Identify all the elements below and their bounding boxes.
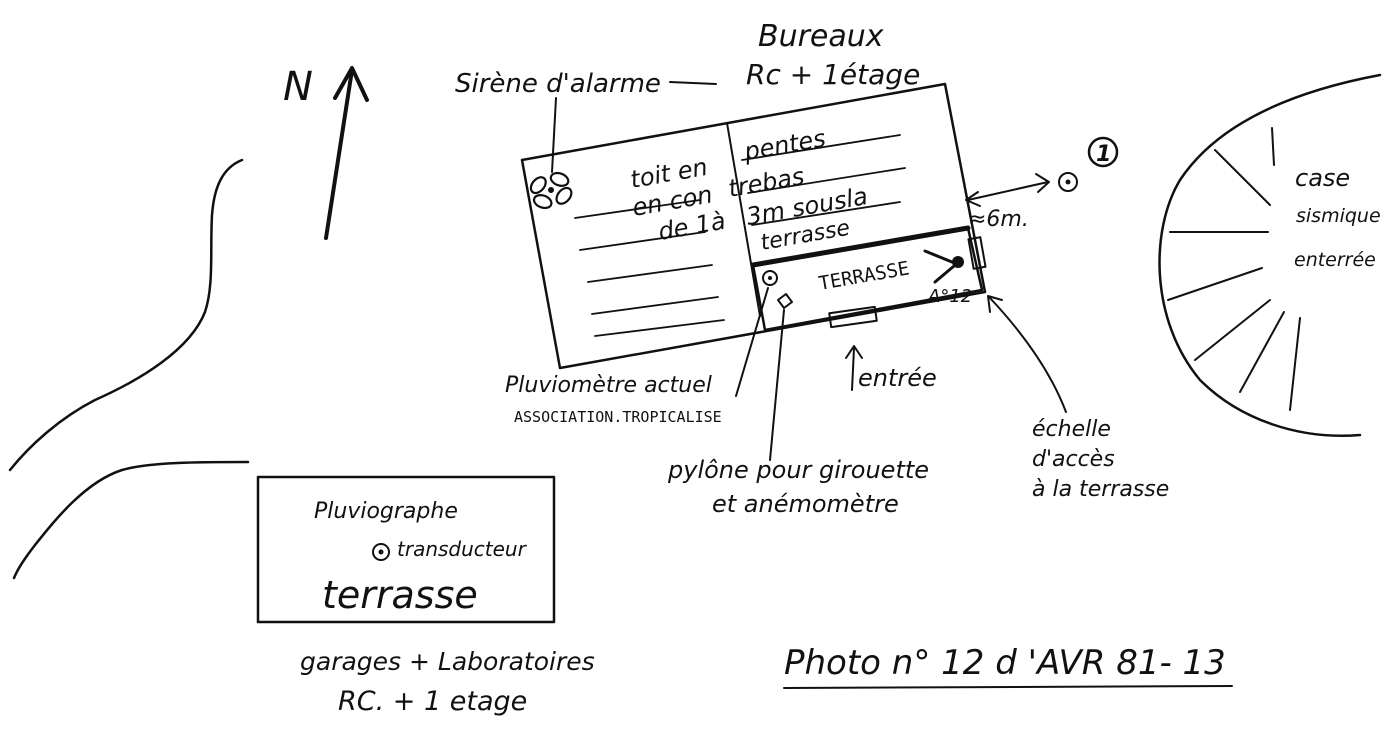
roof-line: [594, 319, 725, 337]
lab-label-line1: Pluviographe: [314, 499, 458, 524]
entrance-box: [828, 305, 878, 329]
transducer-label: transducteur: [397, 537, 528, 561]
roof-note-text: pentes: [741, 124, 827, 166]
transducer-symbol: [372, 543, 390, 561]
photo-caption-underline: [783, 685, 1233, 689]
siren-label: Sirène d'alarme: [455, 69, 661, 99]
ladder-label-line2: d'accès: [1032, 447, 1115, 472]
road-edge-lower: [12, 460, 250, 580]
photo-caption: Photo n° 12 d 'AVR 81- 13: [784, 643, 1226, 683]
roof-line: [591, 296, 719, 315]
seismic-label-line2: sismique: [1296, 205, 1381, 227]
ladder-label-line1: échelle: [1032, 417, 1111, 442]
siren-pointer: [551, 97, 557, 173]
entrance-arrow-shaft: [851, 347, 855, 391]
seismic-label-line1: case: [1295, 164, 1350, 192]
ladder-pointer: [989, 297, 1067, 413]
entrance-label: entrée: [858, 364, 937, 392]
entrance-arrow-head: [845, 345, 863, 359]
station-marker-label: A°12: [927, 286, 972, 307]
roof-line: [747, 167, 906, 194]
building-outline: [520, 82, 987, 370]
north-arrow-head: [333, 66, 369, 102]
point-one-badge: [1087, 136, 1119, 168]
siren-icon: [529, 171, 573, 210]
garages-label-line1: garages + Laboratoires: [300, 647, 595, 676]
raingauge-symbol: [762, 270, 778, 286]
roof-line: [587, 264, 713, 283]
pylon-symbol: [777, 293, 793, 309]
raingauge-pointer: [735, 287, 769, 397]
distance-arrow: [967, 181, 1049, 201]
distance-label: ≈6m.: [968, 207, 1029, 232]
raingauge-symbol-center: [768, 276, 772, 280]
ladder-pointer-head: [987, 295, 1003, 313]
building-divider: [726, 122, 761, 317]
pylon-pointer: [769, 309, 785, 461]
roof-line: [741, 134, 901, 161]
siren-label-underline: [669, 81, 717, 85]
north-arrow-shaft: [324, 68, 354, 240]
bureaux-floors: Rc + 1étage: [746, 58, 920, 91]
anemometer-mast: [923, 249, 954, 264]
seismic-case-ray: [1167, 267, 1263, 301]
seismic-case-arc: [1158, 73, 1382, 437]
point-one-label: 1: [1096, 142, 1111, 167]
terrace-label: TERRASSE: [817, 257, 911, 295]
road-edge-upper: [8, 158, 244, 472]
seismic-case-ray: [1271, 127, 1275, 166]
garages-label-line2: RC. + 1 etage: [338, 686, 527, 717]
ladder-label-line3: à la terrasse: [1032, 477, 1169, 502]
seismic-case-ray: [1214, 149, 1271, 206]
lab-terrace-label: terrasse: [322, 573, 478, 617]
seismic-case-ray: [1239, 311, 1285, 393]
seismic-case-ray: [1289, 317, 1301, 411]
lab-building-outline: [256, 475, 556, 624]
pylon-label-line1: pylône pour girouette: [667, 456, 929, 484]
anemometer-mast: [933, 264, 956, 284]
point-one-symbol-center: [1065, 179, 1071, 185]
distance-arrow-head-right: [1035, 173, 1050, 193]
pylon-label-line2: et anémomètre: [712, 490, 899, 518]
north-label: N: [283, 64, 313, 110]
distance-arrow-head-left: [965, 191, 981, 207]
ladder-symbol: [967, 236, 987, 270]
point-one-symbol: [1058, 172, 1078, 192]
raingauge-label-line1: Pluviomètre actuel: [505, 373, 712, 398]
roof-line: [574, 199, 701, 219]
roof-line: [579, 231, 706, 251]
raingauge-label-line2: ASSOCIATION.TROPICALISE: [514, 408, 722, 426]
transducer-symbol-center: [378, 549, 384, 555]
roof-line: [751, 201, 901, 226]
seismic-case-ray: [1194, 299, 1271, 361]
terrace-edge-thick: [750, 225, 971, 268]
seismic-label-line3: enterrée: [1294, 249, 1376, 271]
bureaux-title: Bureaux: [758, 19, 884, 54]
